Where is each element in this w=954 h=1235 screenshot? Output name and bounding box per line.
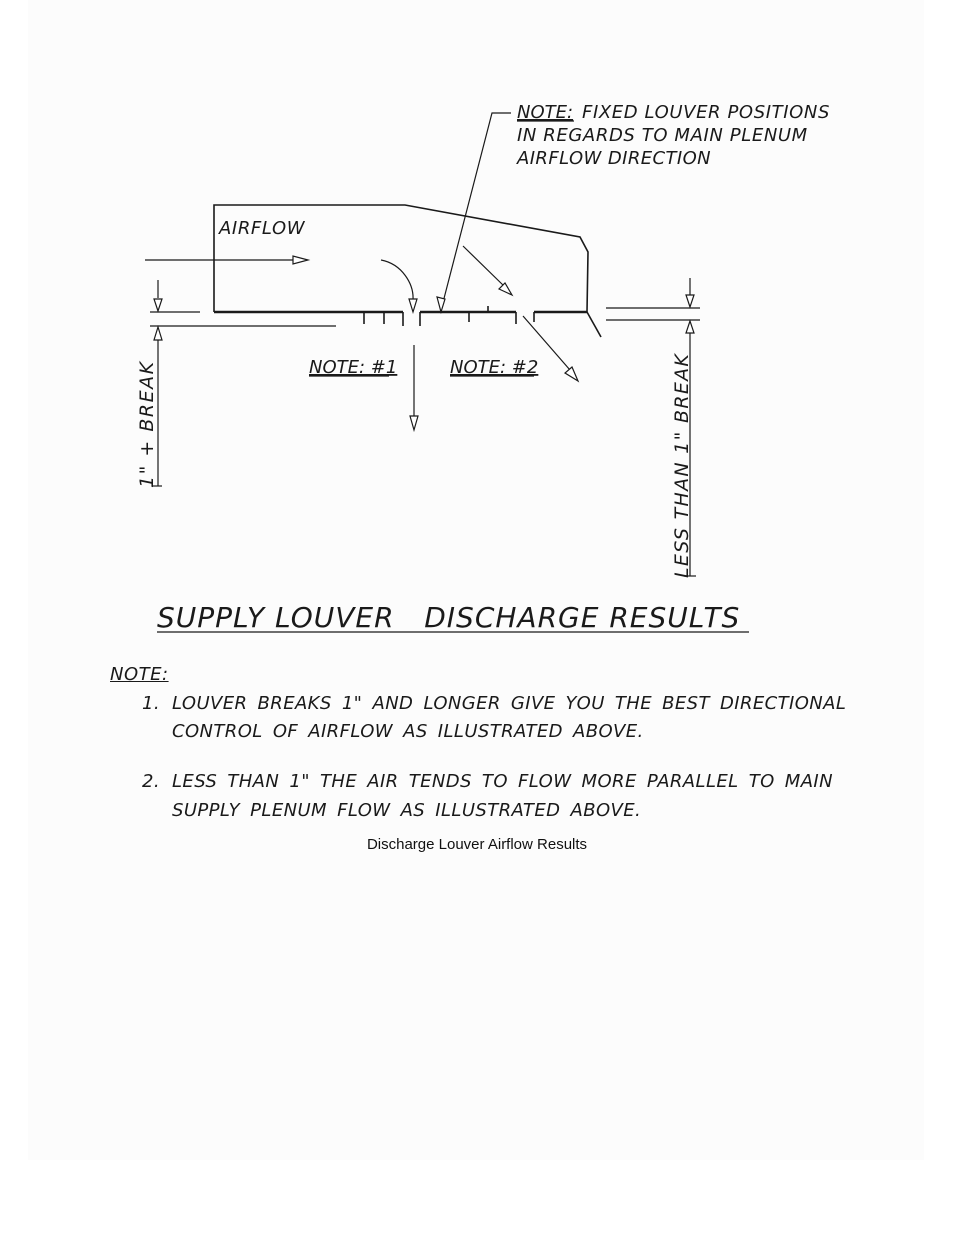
right-break-label: LESS THAN 1" BREAK <box>671 353 693 578</box>
note-item-1-line2: CONTROL OF AIRFLOW AS ILLUSTRATED ABOVE. <box>172 721 644 742</box>
airflow-label: AIRFLOW <box>218 218 306 239</box>
note1-curved-arrow <box>380 259 418 315</box>
note-leader-line <box>436 112 511 315</box>
figure-caption: Discharge Louver Airflow Results <box>366 836 588 853</box>
right-duct-lines <box>586 307 700 338</box>
note-item-1-number: 1. <box>142 693 160 714</box>
note-item-2-line1: LESS THAN 1" THE AIR TENDS TO FLOW MORE … <box>172 771 834 792</box>
plenum-outline <box>213 204 589 313</box>
note-item-2-number: 2. <box>142 771 160 792</box>
diagram-title: SUPPLY LOUVER DISCHARGE RESULTS <box>157 601 740 634</box>
note2-diagonal-arrow-bottom <box>522 315 580 383</box>
note-fixed-line1: FIXED LOUVER POSITIONS <box>582 102 830 123</box>
airflow-arrow <box>145 255 311 265</box>
notes-heading: NOTE: <box>110 664 169 685</box>
note-fixed-line2: IN REGARDS TO MAIN PLENUM <box>517 125 808 146</box>
document-page <box>28 0 924 1160</box>
left-duct-lines <box>150 311 336 327</box>
left-break-dimension <box>152 280 163 487</box>
right-break-dimension <box>684 278 696 577</box>
note-item-2-line2: SUPPLY PLENUM FLOW AS ILLUSTRATED ABOVE. <box>172 800 642 821</box>
note-item-1-line1: LOUVER BREAKS 1" AND LONGER GIVE YOU THE… <box>172 693 847 714</box>
note-fixed-line3: AIRFLOW DIRECTION <box>516 148 711 169</box>
note2-label: NOTE: #2 <box>450 357 538 378</box>
note-fixed-label: NOTE: <box>517 102 573 123</box>
left-break-label: 1" + BREAK <box>136 360 158 488</box>
louver-diagram: NOTE: FIXED LOUVER POSITIONS IN REGARDS … <box>136 102 830 634</box>
note1-label: NOTE: #1 <box>309 357 397 378</box>
note2-diagonal-arrow-top <box>462 245 514 297</box>
louver-line <box>214 306 587 326</box>
note1-down-arrow <box>409 345 419 433</box>
